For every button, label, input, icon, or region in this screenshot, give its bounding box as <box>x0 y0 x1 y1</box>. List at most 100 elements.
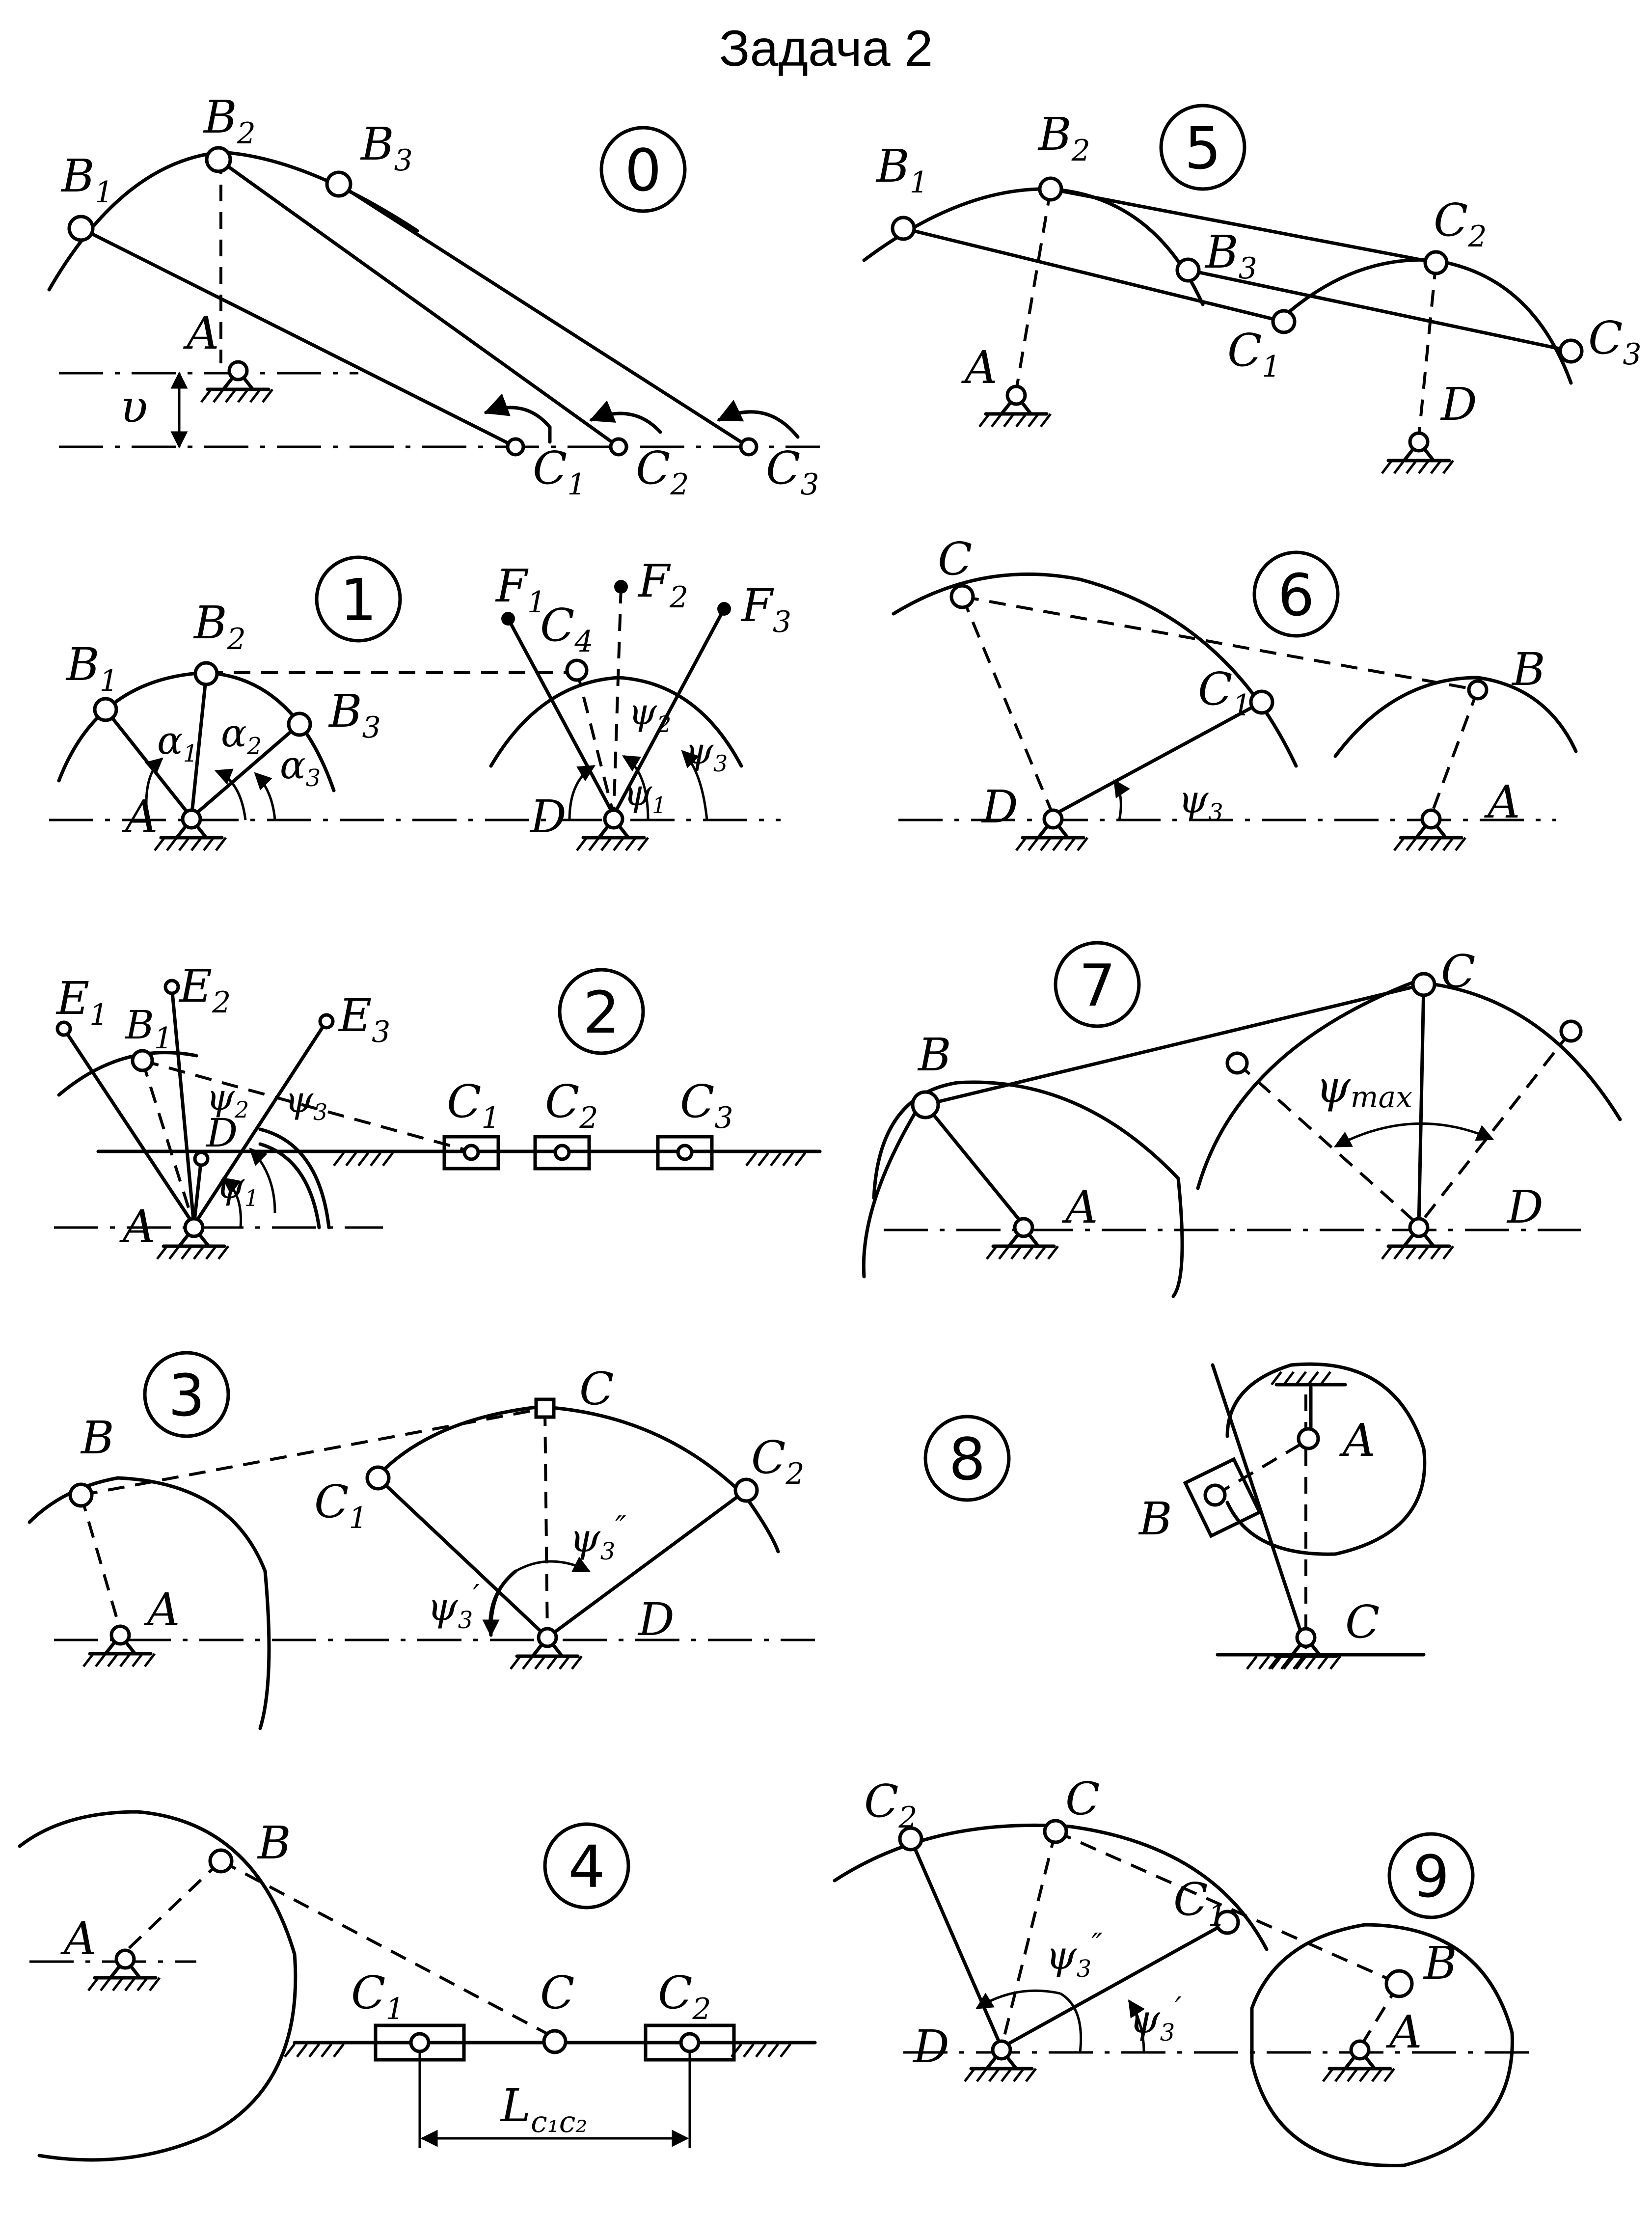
label-c1: C1 <box>1227 324 1281 384</box>
label-psi2: ψ2 <box>628 691 671 737</box>
slider-c1-pin <box>462 1144 480 1161</box>
joint-c4 <box>565 658 589 682</box>
angle-psi3 <box>1113 779 1131 820</box>
label-b: B <box>1511 643 1545 696</box>
label-c2: C2 <box>545 1075 598 1135</box>
label-b: B <box>917 1029 951 1081</box>
joint-b2 <box>1038 176 1063 202</box>
label-c1: C1 <box>351 1966 405 2026</box>
variant-8-number-circle <box>923 1415 1011 1502</box>
label-b1: B1 <box>65 638 118 698</box>
label-b3: B3 <box>1204 226 1257 286</box>
crank-b3 <box>190 722 301 819</box>
label-b: B <box>257 1817 291 1869</box>
variant-3-number: 3 <box>168 1362 205 1429</box>
label-e3: E3 <box>338 989 390 1049</box>
coupler-dashed <box>220 1859 556 2039</box>
label-d: D <box>205 1110 238 1156</box>
label-c2: C2 <box>658 1966 711 2026</box>
pivot-c <box>1269 1629 1340 1669</box>
variant-9-number: 9 <box>1412 1843 1449 1911</box>
label-a: A <box>121 791 158 843</box>
slider-c2 <box>609 437 628 457</box>
coupler-1 <box>79 226 517 449</box>
label-a: A <box>60 1912 96 1965</box>
joint-b <box>68 1482 94 1508</box>
arc-arrow-c1 <box>484 393 552 444</box>
label-c: C <box>579 1363 614 1415</box>
pivot-a <box>1323 2041 1394 2081</box>
pivot-a <box>1394 810 1465 850</box>
angle-psi1 <box>568 765 596 820</box>
crank-circle-arc <box>1333 676 1578 758</box>
label-psi1: ψ1 <box>623 772 666 819</box>
label-d: D <box>912 2021 949 2073</box>
joint-b <box>208 1848 234 1874</box>
label-d: D <box>1440 378 1477 431</box>
label-b3: B3 <box>360 118 413 178</box>
label-psi-prime: ψ3′ <box>427 1579 480 1634</box>
ref-circle-arc-outer <box>258 1127 331 1229</box>
joint-b3 <box>1175 257 1201 283</box>
label-c2: C2 <box>636 442 689 502</box>
link-d <box>192 1157 203 1227</box>
variant-1-diagram: 1 B1 B2 B3 A α1 α2 α3 F1 F2 F3 <box>49 555 791 850</box>
joint-c2 <box>1423 250 1449 275</box>
crank-circle <box>18 1810 298 2162</box>
point-e3 <box>318 1013 335 1030</box>
rocker-circle-arc <box>833 1823 1269 1951</box>
label-c3: C3 <box>680 1075 733 1135</box>
variant-4-number: 4 <box>568 1833 605 1901</box>
coupler-1 <box>901 226 1286 324</box>
joint-c <box>1411 972 1436 997</box>
rocker-guide <box>1211 1363 1308 1649</box>
label-a: A <box>961 341 997 394</box>
slider-c3-pin <box>676 1144 694 1161</box>
joint-c2 <box>898 1826 923 1852</box>
coupler-3 <box>337 182 751 449</box>
page-title: Задача 2 <box>719 20 933 77</box>
label-psi3: ψ3 <box>285 1079 327 1125</box>
label-c3: C3 <box>766 442 819 502</box>
rocker-f2 <box>612 586 623 816</box>
slider-c2 <box>533 1135 591 1171</box>
rocker-f1 <box>506 617 616 817</box>
angle-alpha2 <box>214 768 247 820</box>
rocker-circle-arc <box>376 1405 780 1554</box>
label-offset: υ <box>120 381 148 433</box>
point-f3 <box>717 602 731 616</box>
joint-c <box>949 584 975 609</box>
label-a: A <box>143 1584 180 1636</box>
guide-hatch-left <box>285 2044 344 2057</box>
joint-a <box>1297 1427 1320 1450</box>
angle-psi3 <box>249 1147 276 1213</box>
label-b1: B1 <box>60 150 113 210</box>
point-e2 <box>163 979 180 995</box>
slider-c3 <box>739 437 758 457</box>
coupler-2 <box>217 158 621 449</box>
pivot-d <box>577 810 648 850</box>
coupler-dashed <box>962 595 1478 691</box>
variant-6-number-circle <box>1252 550 1340 638</box>
joint-c1 <box>365 1465 391 1491</box>
label-alpha1: α1 <box>157 719 198 767</box>
label-b3: B3 <box>328 685 381 745</box>
label-psi3: ψ3 <box>685 730 728 777</box>
variant-4-number-circle <box>543 1822 630 1910</box>
slider-b <box>1183 1457 1262 1538</box>
joint-c2 <box>733 1477 759 1503</box>
label-c: C <box>1065 1773 1100 1825</box>
label-c1: C1 <box>1173 1873 1227 1933</box>
joint-c-extreme-left <box>1225 1051 1249 1075</box>
pivot-a <box>157 1219 228 1259</box>
variant-1-number-circle <box>315 555 402 643</box>
rocker-c1 <box>1051 700 1264 817</box>
variant-4-diagram: 4 A B C C1 C2 Lc₁c₂ <box>18 1810 817 2162</box>
label-f1: F1 <box>495 560 546 620</box>
variant-5-number-circle <box>1159 104 1246 191</box>
label-c1: C1 <box>1198 663 1251 723</box>
crank-dashed <box>1015 189 1052 391</box>
label-d: D <box>529 791 567 843</box>
pivot-d <box>965 2041 1036 2081</box>
link-e2 <box>170 985 196 1227</box>
